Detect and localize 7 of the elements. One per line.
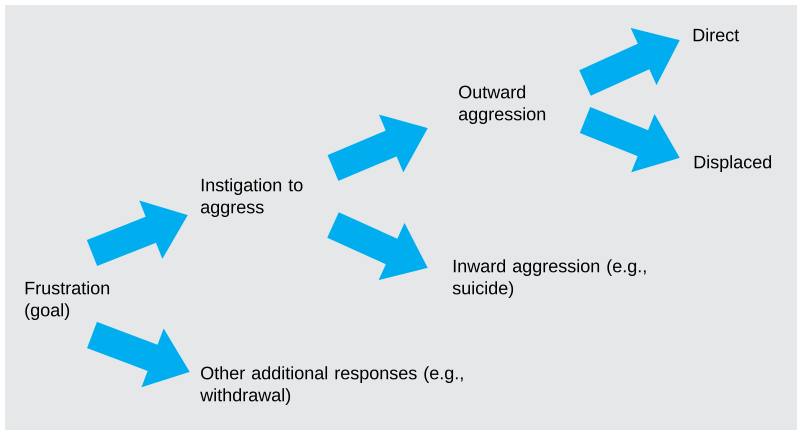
node-text: Direct <box>694 28 740 42</box>
node-text: Frustration (goal) <box>25 281 110 320</box>
node-text: Inward aggression (e.g., suicide) <box>452 259 646 298</box>
node-text: Displaced <box>694 155 772 172</box>
node-text: Other additional responses (e.g., withdrawal) <box>200 366 463 405</box>
node-text: Instigation to aggress <box>200 178 302 217</box>
node-text: Outward aggression <box>458 85 546 124</box>
